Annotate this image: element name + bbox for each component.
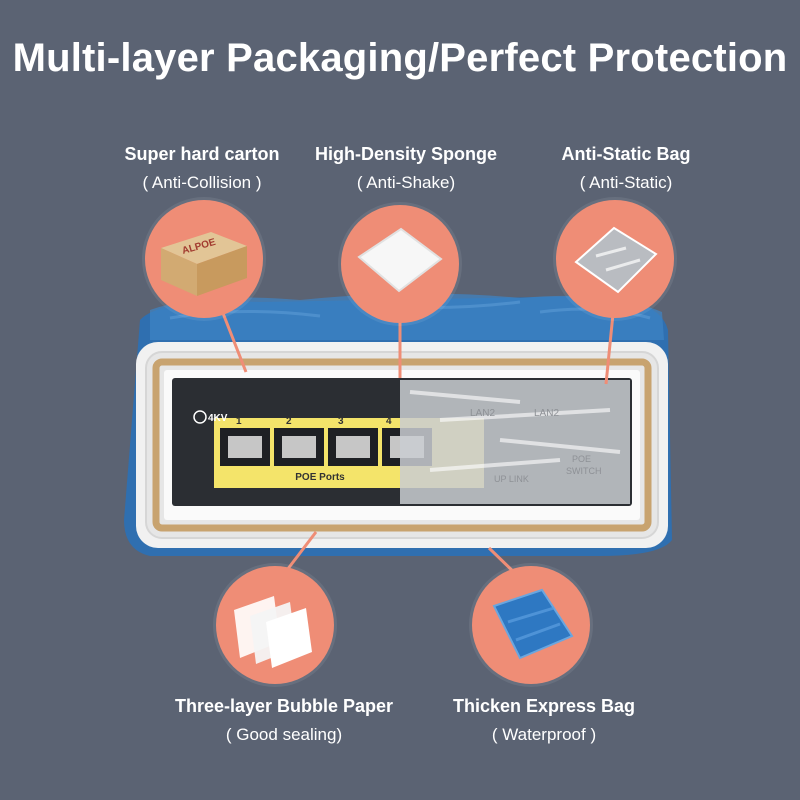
surge-label: 4KV [208, 413, 228, 424]
label-note: ( Waterproof ) [491, 725, 597, 744]
carton-circle: ALPOE [145, 200, 263, 318]
page-title: Multi-layer Packaging/Perfect Protection [12, 36, 788, 80]
label-high-density-sponge: High-Density Sponge ( Anti-Shake) [286, 142, 526, 196]
label-anti-static-bag: Anti-Static Bag ( Anti-Static) [506, 142, 746, 196]
anti-static-overlay: LAN2 LAN2 UP LINK POE SWITCH [400, 380, 630, 504]
bubble-paper-icon [234, 596, 312, 668]
express-bag-circle [472, 566, 590, 684]
static-bag-icon [574, 226, 658, 294]
label-main: Anti-Static Bag [561, 144, 691, 164]
label-main: Three-layer Bubble Paper [174, 696, 394, 716]
label-super-hard-carton: Super hard carton ( Anti-Collision ) [82, 142, 322, 196]
faded-label: POE [572, 454, 591, 464]
label-main: Super hard carton [124, 144, 280, 164]
port-number: 1 [236, 416, 242, 427]
static-bag-circle [556, 200, 674, 318]
label-note: ( Anti-Collision ) [142, 173, 262, 192]
port-number: 4 [386, 416, 392, 427]
label-bubble-paper: Three-layer Bubble Paper ( Good sealing) [164, 694, 404, 748]
port-contacts [228, 436, 262, 458]
faded-label: UP LINK [494, 474, 529, 484]
label-note: ( Anti-Static) [579, 173, 673, 192]
bubble-paper-circle [216, 566, 334, 684]
sponge-icon [357, 227, 443, 293]
faded-label: LAN2 [534, 408, 559, 419]
carton-layer [152, 358, 652, 532]
faded-label: SWITCH [566, 466, 602, 476]
label-express-bag: Thicken Express Bag ( Waterproof ) [424, 694, 664, 748]
label-main: Thicken Express Bag [452, 696, 636, 716]
port-number: 2 [286, 416, 292, 427]
label-note: ( Anti-Shake) [356, 173, 456, 192]
faded-label: LAN2 [470, 408, 495, 419]
label-note: ( Good sealing) [225, 725, 343, 744]
port-contacts [282, 436, 316, 458]
express-bag-icon [492, 588, 574, 660]
port-number: 3 [338, 416, 344, 427]
ports-label: POE Ports [295, 472, 345, 483]
port-contacts [336, 436, 370, 458]
label-main: High-Density Sponge [314, 144, 497, 164]
sponge-circle [341, 205, 459, 323]
surge-icon [193, 410, 207, 424]
carton-box-icon: ALPOE [161, 232, 247, 296]
